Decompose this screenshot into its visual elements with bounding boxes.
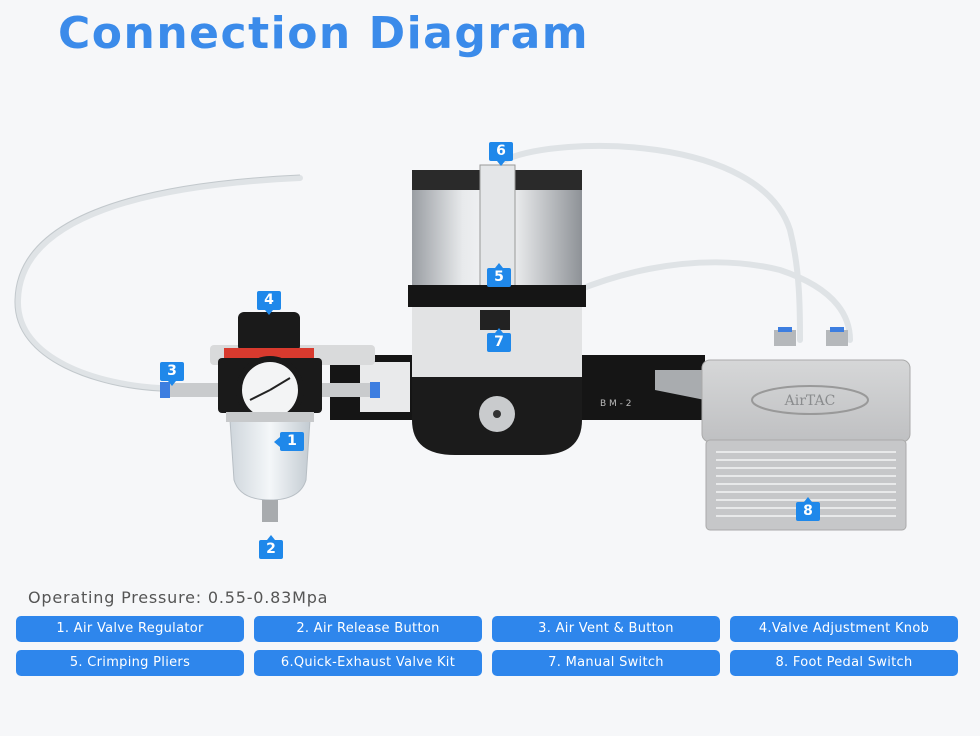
legend-item-crimping-pliers: 5. Crimping Pliers — [16, 650, 244, 676]
marker-2: 2 — [259, 535, 283, 559]
legend-item-foot-pedal-switch: 8. Foot Pedal Switch — [730, 650, 958, 676]
marker-4: 4 — [257, 291, 281, 315]
legend-item-air-valve-regulator: 1. Air Valve Regulator — [16, 616, 244, 642]
legend-item-quick-exhaust-valve-kit: 6.Quick-Exhaust Valve Kit — [254, 650, 482, 676]
pedal-brand-label: AirTAC — [784, 393, 836, 409]
marker-7: 7 — [487, 328, 511, 352]
plate-model-label: B M - 2 — [600, 399, 632, 409]
drain-valve — [262, 500, 278, 522]
marker-1: 1 — [274, 432, 304, 451]
marker-6: 6 — [489, 142, 513, 166]
legend-item-valve-adjustment-knob: 4.Valve Adjustment Knob — [730, 616, 958, 642]
marker-5: 5 — [487, 263, 511, 287]
operating-pressure: Operating Pressure: 0.55-0.83Mpa — [28, 588, 329, 607]
outlet-fitting — [322, 383, 370, 397]
tube-outlines — [14, 174, 301, 392]
equipment-illustration: B M - 2 AirTAC — [14, 142, 911, 531]
page-title: Connection Diagram — [58, 8, 590, 59]
legend-item-manual-switch: 7. Manual Switch — [492, 650, 720, 676]
diagram-illustration: B M - 2 AirTAC — [14, 142, 911, 559]
legend-item-air-vent-button: 3. Air Vent & Button — [492, 616, 720, 642]
legend-item-air-release-button: 2. Air Release Button — [254, 616, 482, 642]
legend: 1. Air Valve Regulator 2. Air Release Bu… — [16, 616, 960, 676]
inlet-fitting — [170, 383, 218, 397]
marker-3: 3 — [160, 362, 184, 386]
marker-8: 8 — [796, 497, 820, 521]
adjustment-knob — [238, 312, 300, 352]
